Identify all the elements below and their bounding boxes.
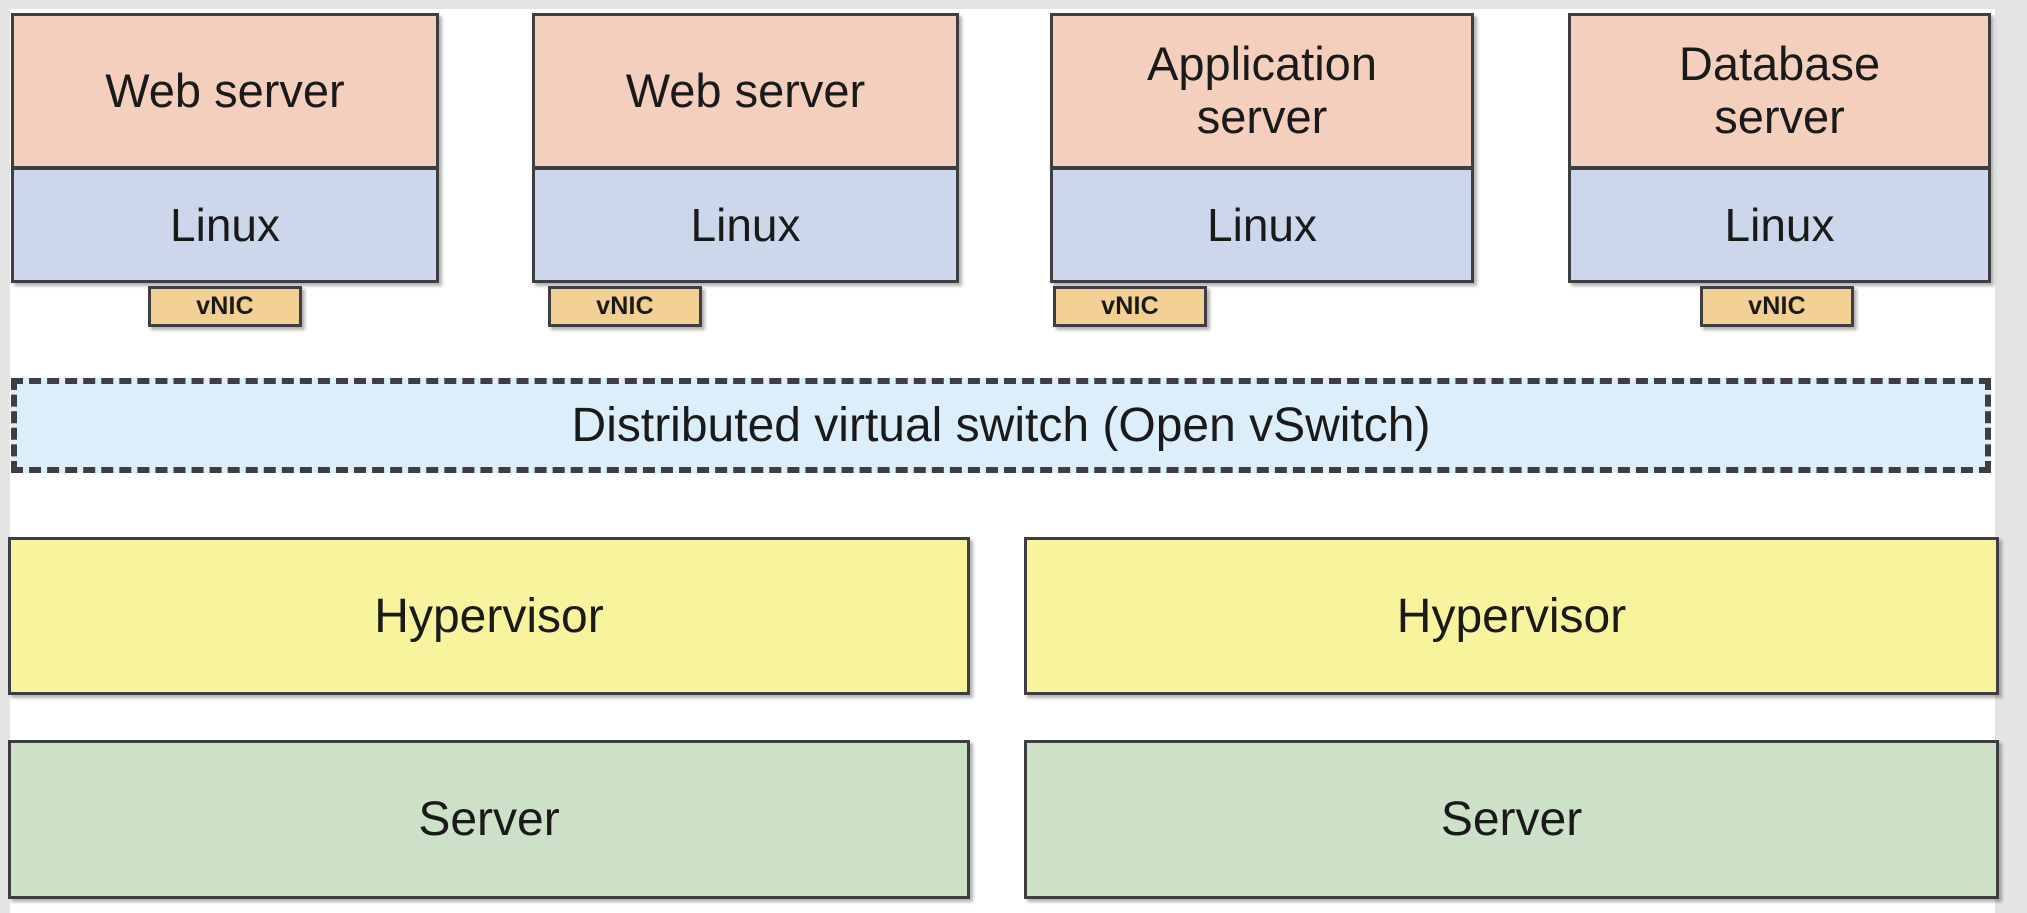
vm-app-label-1: Web server	[105, 63, 345, 117]
vnic-box-3[interactable]: vNIC	[1053, 286, 1207, 327]
vm-os-box-4[interactable]: Linux	[1568, 168, 1991, 283]
vm-os-label-4: Linux	[1724, 199, 1835, 251]
vm-os-label-2: Linux	[690, 199, 801, 251]
vnic-box-4[interactable]: vNIC	[1700, 286, 1854, 327]
diagram-canvas: Web server Linux vNIC Web server Linux v…	[8, 9, 1999, 913]
vm-app-box-3[interactable]: Application server	[1050, 13, 1474, 168]
vnic-label-2: vNIC	[596, 292, 654, 320]
hypervisor-label-1: Hypervisor	[374, 589, 604, 643]
vm-os-label-3: Linux	[1207, 199, 1317, 251]
vnic-label-1: vNIC	[196, 292, 254, 320]
server-box-2[interactable]: Server	[1024, 740, 1999, 899]
server-box-1[interactable]: Server	[8, 740, 970, 899]
vm-app-box-1[interactable]: Web server	[11, 13, 439, 168]
distributed-virtual-switch[interactable]: Distributed virtual switch (Open vSwitch…	[11, 378, 1991, 473]
vnic-box-2[interactable]: vNIC	[548, 286, 702, 327]
vm-os-box-2[interactable]: Linux	[532, 168, 959, 283]
vm-os-box-1[interactable]: Linux	[11, 168, 439, 283]
server-label-2: Server	[1440, 793, 1583, 846]
vm-app-box-2[interactable]: Web server	[532, 13, 959, 168]
hypervisor-box-1[interactable]: Hypervisor	[8, 537, 970, 695]
vswitch-label: Distributed virtual switch (Open vSwitch…	[571, 399, 1431, 452]
server-label-1: Server	[418, 793, 560, 846]
vm-os-label-1: Linux	[170, 199, 280, 251]
vm-app-label-4: Database server	[1678, 37, 1881, 143]
hypervisor-box-2[interactable]: Hypervisor	[1024, 537, 1999, 695]
vnic-box-1[interactable]: vNIC	[148, 286, 302, 327]
vnic-label-4: vNIC	[1748, 292, 1806, 320]
vnic-label-3: vNIC	[1101, 292, 1159, 320]
vm-app-label-3: Application server	[1147, 37, 1377, 143]
vm-os-box-3[interactable]: Linux	[1050, 168, 1474, 283]
vm-app-box-4[interactable]: Database server	[1568, 13, 1991, 168]
hypervisor-label-2: Hypervisor	[1396, 589, 1627, 643]
vm-app-label-2: Web server	[625, 63, 866, 117]
